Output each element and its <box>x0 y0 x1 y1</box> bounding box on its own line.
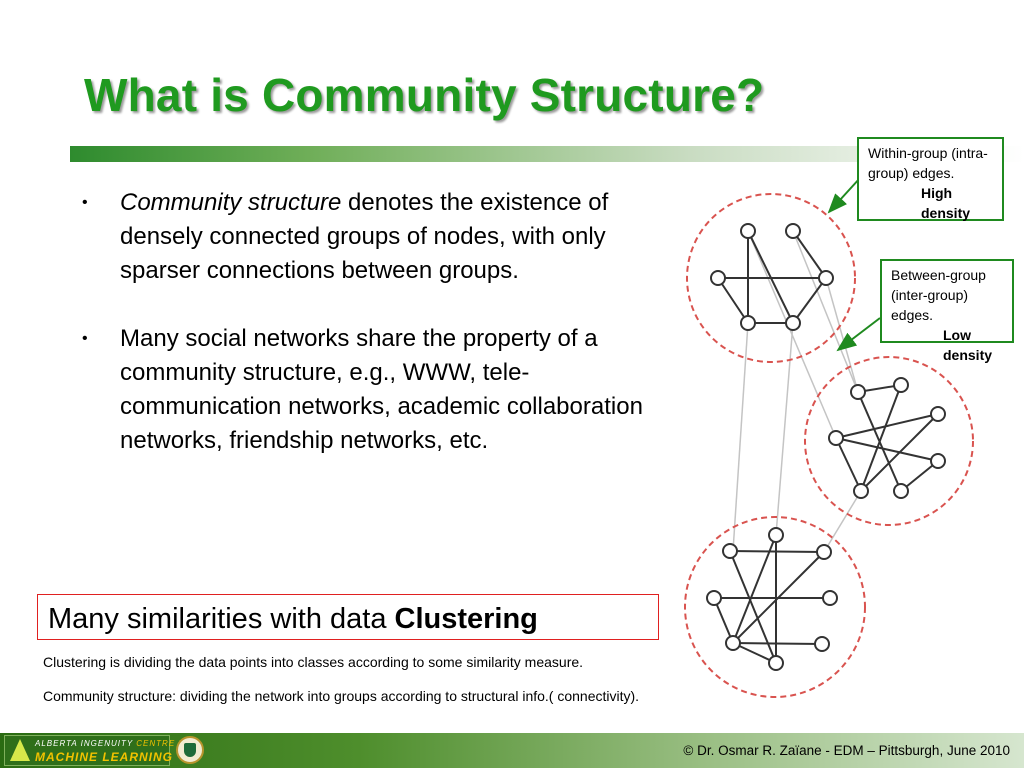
network-node <box>893 483 909 499</box>
network-node <box>725 635 741 651</box>
community-circle <box>684 516 866 698</box>
intra-group-edges <box>713 230 939 664</box>
intra-group-edge <box>860 413 939 492</box>
callout-emphasis: High density <box>921 185 971 221</box>
footer-bar <box>0 733 1024 768</box>
bullet-text: Many social networks share the property … <box>120 325 643 454</box>
bullet-list: • Community structure denotes the existe… <box>80 186 660 492</box>
intra-group-edge <box>729 550 825 553</box>
network-node <box>930 406 946 422</box>
clustering-definition-note: Clustering is dividing the data points i… <box>43 654 584 670</box>
logo-text-main: MACHINE LEARNING <box>35 750 173 764</box>
inter-group-edge <box>732 322 749 552</box>
network-node <box>768 655 784 671</box>
community-circle <box>686 193 856 363</box>
bullet-dot: • <box>82 194 88 211</box>
bullet-dot: • <box>82 330 88 347</box>
community-definition-note: Community structure: dividing the networ… <box>43 688 640 704</box>
within-group-pointer-arrow <box>827 177 861 214</box>
network-node <box>785 315 801 331</box>
inter-group-edge <box>747 230 837 439</box>
inter-group-edge <box>775 322 794 536</box>
clustering-highlight-box: Many similarities with data Clustering <box>37 594 659 640</box>
bullet-text: denotes the existence of densely connect… <box>120 189 609 284</box>
network-node <box>853 483 869 499</box>
network-node <box>740 223 756 239</box>
university-seal-icon <box>176 736 204 764</box>
callout-emphasis: Low density <box>943 327 993 363</box>
network-node <box>822 590 838 606</box>
logo-text-b: CENTRE FOR <box>136 739 199 748</box>
callout-text: Within-group (intra-group) edges. <box>868 145 988 181</box>
network-node <box>706 590 722 606</box>
network-node <box>814 636 830 652</box>
clustering-prefix: Many similarities with data <box>48 603 395 635</box>
bullet-item: • Community structure denotes the existe… <box>80 186 660 288</box>
network-node <box>740 315 756 331</box>
inter-group-edge <box>823 490 862 553</box>
intra-group-edge <box>717 277 749 324</box>
community-circle <box>804 356 974 526</box>
network-node <box>710 270 726 286</box>
title-underline-bar <box>70 146 1024 162</box>
inter-group-edge <box>825 277 859 393</box>
intra-group-edge <box>732 642 823 645</box>
network-nodes <box>706 223 946 671</box>
callout-text: Between-group (inter-group) edges. <box>891 267 986 323</box>
network-node <box>893 377 909 393</box>
footer-copyright: © Dr. Osmar R. Zaïane - EDM – Pittsburgh… <box>683 743 1010 758</box>
network-node <box>930 453 946 469</box>
network-node <box>768 527 784 543</box>
intra-group-edge <box>835 437 939 462</box>
intra-group-edge <box>792 230 827 279</box>
slide-title: What is Community Structure? <box>84 69 765 121</box>
intra-group-edge <box>860 384 902 492</box>
bullet-emphasis: Community structure <box>120 189 342 216</box>
bullet-item: • Many social networks share the propert… <box>80 322 660 458</box>
inter-group-edge <box>792 230 859 393</box>
between-group-callout: Between-group (inter-group) edges. Low d… <box>880 259 1014 363</box>
clustering-emphasis: Clustering <box>394 603 538 635</box>
within-group-callout: Within-group (intra-group) edges. High d… <box>857 137 1004 221</box>
network-node <box>818 270 834 286</box>
network-node <box>785 223 801 239</box>
logo-mark-icon <box>10 739 30 761</box>
network-node <box>850 384 866 400</box>
intra-group-edge <box>732 534 777 644</box>
network-node <box>722 543 738 559</box>
community-circles <box>684 193 974 698</box>
network-node <box>816 544 832 560</box>
intra-group-edge <box>792 277 827 324</box>
intra-group-edge <box>835 413 939 439</box>
between-group-pointer-arrow <box>836 317 881 352</box>
intra-group-edge <box>713 597 734 644</box>
aicml-logo: ALBERTA INGENUITY CENTRE FOR MACHINE LEA… <box>4 735 197 766</box>
network-node <box>828 430 844 446</box>
intra-group-edge <box>835 437 862 492</box>
intra-group-edge <box>747 230 794 324</box>
inter-group-edges <box>732 230 862 553</box>
logo-text-a: ALBERTA INGENUITY <box>35 739 137 748</box>
